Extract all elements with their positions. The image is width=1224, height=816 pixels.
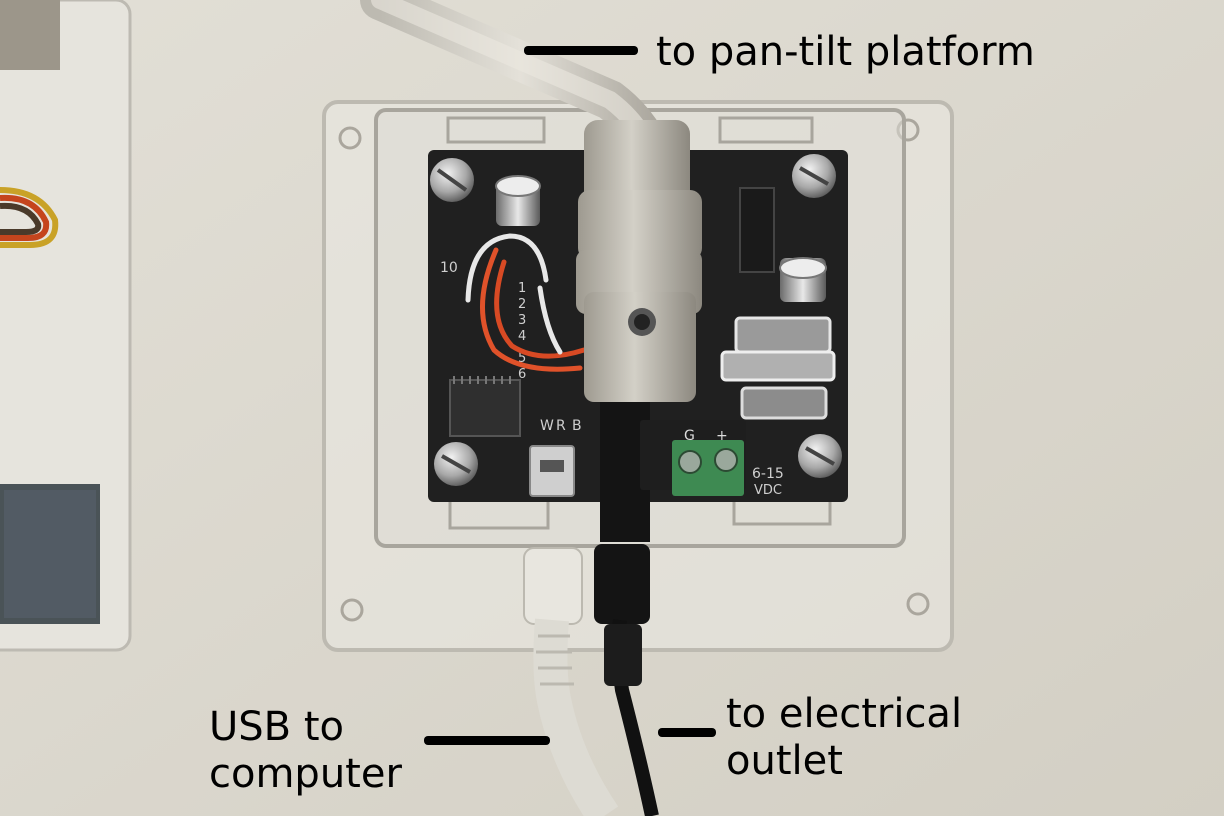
header-letter-w: W xyxy=(540,418,554,434)
left-acrylic-panel xyxy=(0,0,132,652)
terminal-block: G + xyxy=(640,420,746,496)
board-wires xyxy=(465,233,587,372)
power-leader-line xyxy=(658,728,716,737)
pin-label-1: 1 xyxy=(518,281,526,296)
regulator-tabs xyxy=(720,187,836,420)
servo-wires xyxy=(0,187,59,248)
pin-label-4: 4 xyxy=(518,329,526,344)
voltage-label: 6-15 xyxy=(752,466,784,482)
pin-label-10: 10 xyxy=(440,260,458,276)
voltage-unit-label: VDC xyxy=(754,483,782,498)
usb-leader-line xyxy=(424,736,550,745)
header-letter-b: B xyxy=(572,418,582,434)
pin-label-6: 6 xyxy=(518,367,526,382)
usb-label-line-1: USB to xyxy=(209,704,344,750)
header-letter-r: R xyxy=(556,418,566,434)
pin-label-3: 3 xyxy=(518,313,526,328)
pin-label-2: 2 xyxy=(518,297,526,312)
pin-label-5: 5 xyxy=(518,351,526,366)
power-label-line-2: outlet xyxy=(726,738,843,784)
pan-tilt-label: to pan-tilt platform xyxy=(656,29,1035,75)
usb-label-line-2: computer xyxy=(209,751,402,797)
usb-mini-port xyxy=(529,445,575,497)
mounting-screws xyxy=(430,154,842,486)
terminal-label-g: G xyxy=(684,428,695,444)
power-cable xyxy=(594,544,659,816)
serial-connector xyxy=(576,120,702,402)
power-label-line-1: to electrical xyxy=(726,691,963,737)
pan-tilt-leader-line xyxy=(524,46,638,55)
usb-cable xyxy=(523,547,619,816)
terminal-label-plus: + xyxy=(716,428,728,444)
